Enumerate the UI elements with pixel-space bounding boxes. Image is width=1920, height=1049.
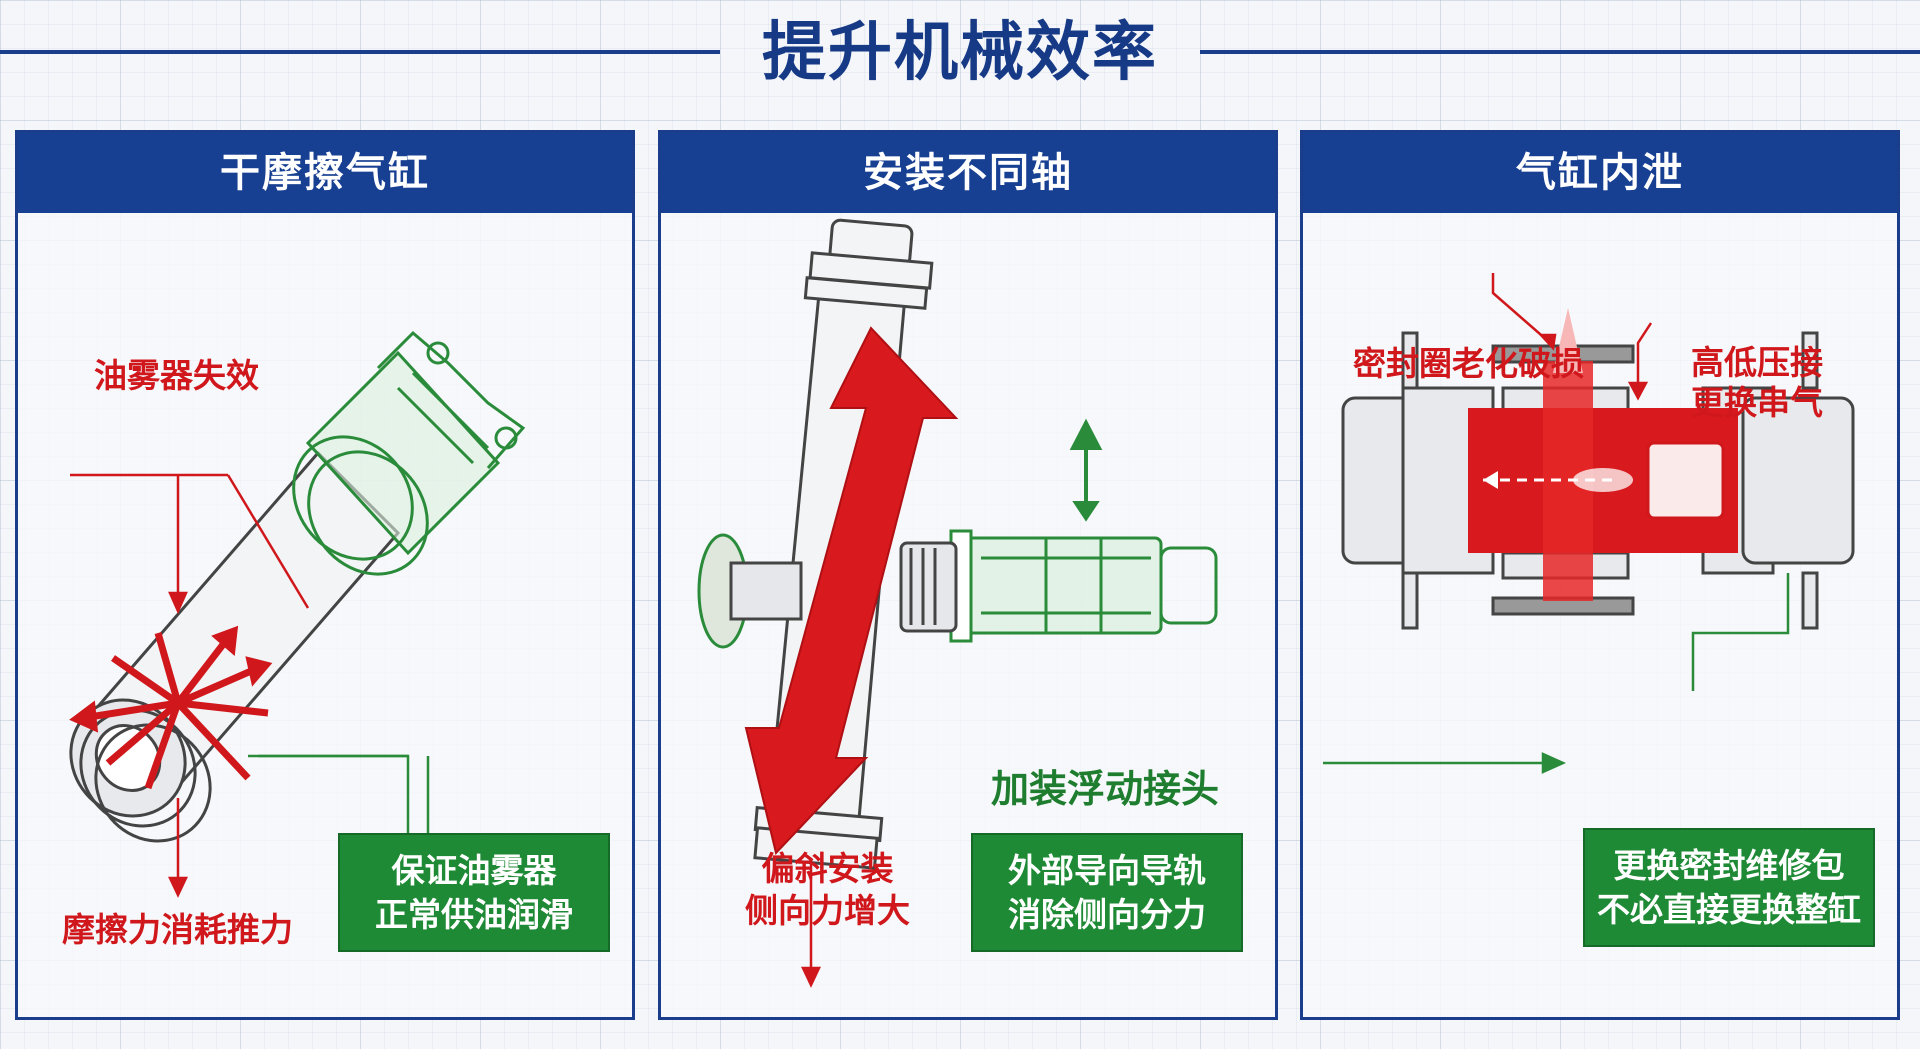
callout-lubricator-failure: 油雾器失效 [94, 356, 259, 395]
solution-box: 保证油雾器 正常供油润滑 [338, 833, 610, 952]
solution-line-1: 更换密封维修包 [1613, 845, 1845, 885]
joint-connector [899, 541, 958, 633]
callout-line-1: 高低压接 [1691, 343, 1823, 382]
page-title: 提升机械效率 [762, 16, 1158, 90]
callout-leaders-green [1323, 573, 1790, 774]
solution-box: 更换密封维修包 不必直接更换整缸 [1583, 828, 1875, 947]
solution-box: 外部导向导轨 消除侧向分力 [971, 833, 1243, 952]
solution-line-2: 正常供油润滑 [375, 894, 573, 934]
component-label: 加装浮动接头 [991, 767, 1220, 811]
solution-line-1: 外部导向导轨 [1008, 850, 1206, 890]
solution-line-2: 不必直接更换整缸 [1597, 889, 1861, 929]
title-rule-left [0, 50, 720, 54]
callout-skewed-install: 偏斜安装 侧向力增大 [745, 848, 910, 932]
panel-header: 干摩擦气缸 [18, 133, 632, 213]
side-force-arrow [744, 326, 959, 856]
leakage-illustration [1323, 273, 1855, 774]
callout-seal-aging: 密封圈老化破损 [1353, 344, 1584, 383]
callout-friction-loss: 摩擦力消耗推力 [62, 910, 293, 949]
callout-high-low-pressure: 高低压接 更换串气 [1691, 343, 1823, 423]
panel-header: 安装不同轴 [661, 133, 1275, 213]
panel-dry-friction: 干摩擦气缸 [15, 130, 635, 1020]
panel-header: 气缸内泄 [1303, 133, 1897, 213]
callout-leaders-red [1491, 273, 1653, 401]
callout-line-2: 侧向力增大 [745, 891, 910, 930]
leak-chamber-red [1468, 308, 1738, 601]
title-rule-right [1200, 50, 1920, 54]
callout-leader-red [801, 858, 821, 988]
cylinder-barrel [69, 450, 401, 843]
callout-leaders-red [70, 473, 310, 898]
floating-joint-green [949, 529, 1218, 643]
solution-line-1: 保证油雾器 [391, 850, 557, 890]
cylinder-head-green [292, 330, 526, 576]
friction-burst-icon [69, 625, 273, 790]
solution-line-2: 消除侧向分力 [1008, 894, 1206, 934]
float-direction-arrow [1069, 418, 1103, 522]
panel-misalignment: 安装不同轴 [658, 130, 1278, 1020]
callout-line-2: 更换串气 [1691, 383, 1823, 422]
misalignment-illustration [697, 218, 1218, 988]
callout-line-1: 偏斜安装 [761, 849, 894, 888]
dry-cylinder-illustration [69, 330, 526, 922]
panel-internal-leakage: 气缸内泄 [1300, 130, 1900, 1020]
